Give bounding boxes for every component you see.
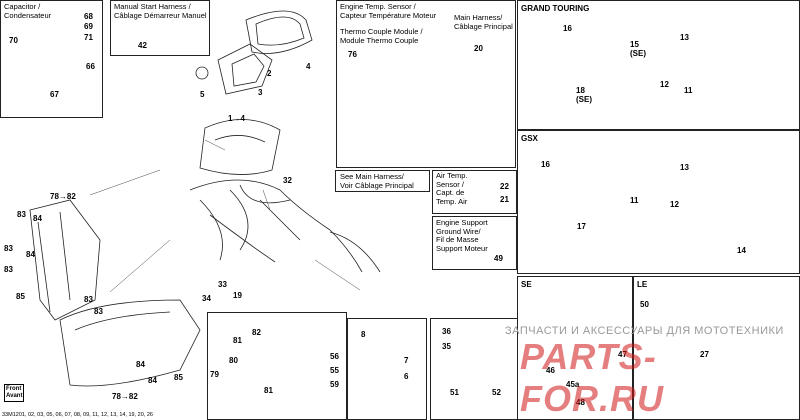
callout-6: 6 [404,372,409,381]
callout-4: 4 [306,62,311,71]
callout-83-e: 83 [94,307,103,316]
callout-67: 67 [50,90,59,99]
gsx-callout-13: 13 [680,163,689,172]
gsx-callout-16: 16 [541,160,550,169]
callout-81-a: 81 [233,336,242,345]
engine-temp-title: Engine Temp. Sensor / Capteur Températur… [340,2,437,20]
gt-callout-11: 11 [684,86,693,95]
thermo-title: Thermo Couple Module / Module Thermo Cou… [340,27,423,45]
ground-wire-box [432,216,517,270]
callout-82: 82 [252,328,261,337]
se-callout-48: 48 [576,398,585,407]
callout-79: 79 [210,370,219,379]
gt-callout-18se: 18 (SE) [576,86,592,104]
manual-start-title: Manual Start Harness / Câblage Démarreur… [114,2,207,20]
front-label-1: Front Avant [4,384,25,402]
callout-85-b: 85 [174,373,183,382]
callout-7: 7 [404,356,409,365]
callout-52: 52 [492,388,501,397]
callout-76: 76 [348,50,357,59]
capacitor-box [0,0,103,118]
callout-83-d: 83 [84,295,93,304]
air-temp-title: Air Temp. Sensor / Capt. de Temp. Air [436,171,468,206]
callout-42: 42 [138,41,147,50]
callout-35: 35 [442,342,451,351]
callout-19: 19 [233,291,242,300]
le-callout-50: 50 [640,300,649,309]
gsx-title: GSX [521,134,538,143]
callout-80: 80 [229,356,238,365]
callout-84-a: 84 [33,214,42,223]
see-main-harness-title: See Main Harness/ Voir Câblage Principal [340,172,414,190]
callout-85-a: 85 [16,292,25,301]
gsx-callout-11: 11 [630,196,639,205]
engine-temp-box [336,0,516,168]
small-parts-box [430,318,518,420]
gt-callout-15se: 15 (SE) [630,40,646,58]
callout-71: 71 [84,33,93,42]
callout-78-82-top: 78→82 [50,192,76,201]
gt-callout-12: 12 [660,80,669,89]
manual-start-box [110,0,210,56]
callout-20: 20 [474,44,483,53]
callout-69: 69 [84,22,93,31]
se-callout-46: 46 [546,366,555,375]
callout-59: 59 [330,380,339,389]
callout-66: 66 [86,62,95,71]
gt-callout-13: 13 [680,33,689,42]
le-box [633,276,800,420]
se-callout-47: 47 [618,350,627,359]
se-title: SE [521,280,532,289]
callout-33: 33 [218,280,227,289]
callout-1-4: 1→4 [228,114,245,123]
callout-51: 51 [450,388,459,397]
cable-parts-box [347,318,427,420]
callout-78-82-bottom: 78→82 [112,392,138,401]
callout-36: 36 [442,327,451,336]
callout-84-d: 84 [148,376,157,385]
callout-49: 49 [494,254,503,263]
grand-touring-title: GRAND TOURING [521,4,590,13]
le-title: LE [637,280,648,289]
callout-83-b: 83 [4,244,13,253]
le-callout-27: 27 [700,350,709,359]
watermark-tagline: ЗАПЧАСТИ И АКСЕССУАРЫ ДЛЯ МОТОТЕХНИКИ [505,325,784,337]
callout-3: 3 [258,88,263,97]
gt-callout-16: 16 [563,24,572,33]
callout-55: 55 [330,366,339,375]
see-main-harness-box [335,170,430,192]
callout-81-b: 81 [264,386,273,395]
bulb-parts-box [207,312,347,420]
callout-70: 70 [9,36,18,45]
callout-22: 22 [500,182,509,191]
grand-touring-box [517,0,800,130]
callout-68: 68 [84,12,93,21]
capacitor-title: Capacitor / Condensateur [4,2,52,20]
gsx-callout-17: 17 [577,222,586,231]
gsx-callout-12: 12 [670,200,679,209]
callout-83-c: 83 [4,265,13,274]
gsx-box [517,130,800,274]
callout-84-c: 84 [136,360,145,369]
callout-84-b: 84 [26,250,35,259]
callout-21: 21 [500,195,509,204]
callout-56: 56 [330,352,339,361]
se-callout-45a: 45a [566,380,580,389]
main-harness-title: Main Harness/ Câblage Principal [454,13,513,31]
air-temp-box [432,170,517,214]
callout-83-a: 83 [17,210,26,219]
callout-2: 2 [267,69,272,78]
callout-8: 8 [361,330,366,339]
ground-wire-title: Engine Support Ground Wire/ Fil de Masse… [436,218,488,253]
callout-32: 32 [283,176,292,185]
callout-34: 34 [202,294,211,303]
gsx-callout-14: 14 [737,246,746,255]
callout-5: 5 [200,90,205,99]
figure-code: 33M1201, 02, 03, 05, 06, 07, 08, 09, 11,… [2,412,153,418]
watermark-logo: PARTS-FOR.RU [520,336,664,419]
